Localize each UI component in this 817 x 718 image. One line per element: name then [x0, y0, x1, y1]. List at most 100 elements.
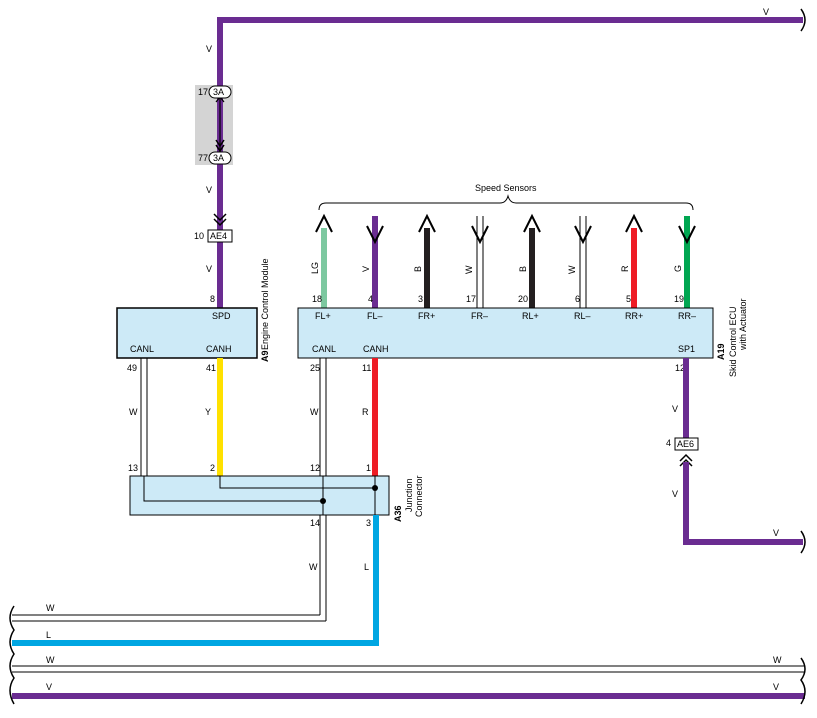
skid-control-ecu: FL+ FL– FR+ FR– RL+ RL– RR+ RR– CANL CAN… — [297, 298, 748, 377]
sensor-wire-rr-plus: R 5 — [620, 213, 643, 308]
ecm-box — [116, 307, 258, 359]
pin-number: 1 — [366, 463, 371, 473]
terminal-label: SP1 — [678, 344, 695, 354]
pin-number: 11 — [362, 363, 371, 373]
pin-number: 13 — [128, 463, 138, 473]
terminal-label: FL+ — [315, 311, 331, 321]
pin-number: 41 — [206, 363, 216, 373]
pin-number: 2 — [210, 463, 215, 473]
connector-arrow — [679, 453, 693, 467]
pin-number: 49 — [127, 363, 137, 373]
connector-3a-group: 3A 17 3A 77 — [195, 85, 233, 165]
wire-code: V — [206, 264, 212, 274]
wire-code: L — [364, 562, 369, 572]
wire-code: V — [672, 404, 678, 414]
component-code: A9 — [260, 350, 270, 362]
wire-code: V — [206, 44, 212, 54]
terminal-label: CANH — [363, 344, 389, 354]
sensor-wire-fl-minus: V 4 — [361, 216, 384, 308]
wire-code: W — [310, 407, 319, 417]
engine-control-module: 8 SPD CANL CANH 49 41 A9 Engine Control … — [116, 258, 270, 373]
right-wire-breaks — [800, 657, 806, 705]
wire-code: W — [46, 655, 55, 665]
pin-number: 5 — [626, 294, 631, 304]
terminal-label: FR+ — [418, 311, 435, 321]
wire-break-symbol — [800, 8, 806, 32]
top-violet-wire: V V — [206, 7, 806, 308]
connector-ae4: AE4 10 — [194, 213, 233, 243]
connector-3a-bottom — [208, 151, 232, 165]
wire-code: G — [673, 265, 683, 272]
wire-code: V — [763, 7, 769, 17]
pin-number: 19 — [674, 294, 684, 304]
wire-break-symbol — [800, 530, 806, 554]
wire-code: V — [361, 266, 371, 272]
terminal-label: RR+ — [625, 311, 643, 321]
pin-number: 8 — [210, 294, 215, 304]
pin-number: 3 — [366, 518, 371, 528]
component-name: Skid Control ECU — [728, 306, 738, 377]
sensor-wire-fl-plus: LG 18 — [310, 213, 333, 308]
pin-number: 20 — [518, 294, 528, 304]
wire-code: V — [773, 528, 779, 538]
speed-sensors-brace — [318, 194, 694, 211]
component-name: Engine Control Module — [260, 258, 270, 350]
junction-box — [129, 475, 390, 516]
pin-number: 12 — [310, 463, 320, 473]
pin-number: 3 — [418, 294, 423, 304]
component-name: Connector — [414, 475, 424, 517]
pin-number: 4 — [368, 294, 373, 304]
connector-label: 3A — [213, 153, 224, 163]
terminal-label: SPD — [212, 311, 231, 321]
ecm-canh-wire: Y 2 — [205, 358, 223, 476]
component-name: with Actuator — [738, 298, 748, 351]
junction-connector: 14 3 A36 Junction Connector — [129, 475, 424, 528]
pin-number: 25 — [310, 363, 320, 373]
connector-label: 3A — [213, 87, 224, 97]
pin-number: 14 — [310, 518, 320, 528]
connector-label: AE6 — [677, 439, 694, 449]
splice-node — [320, 498, 326, 504]
bottom-violet-bus: V V — [12, 682, 805, 699]
wire-code: W — [464, 265, 474, 274]
pin-number: 6 — [575, 294, 580, 304]
pin-number: 18 — [312, 294, 322, 304]
pin-number: 17 — [466, 294, 476, 304]
speed-sensors-group: Speed Sensors — [318, 183, 694, 211]
speed-sensors-label: Speed Sensors — [475, 183, 537, 193]
bottom-white-bus: W W — [12, 655, 805, 673]
sensor-wire-rr-minus: G 19 — [673, 216, 696, 308]
wire-code: W — [773, 655, 782, 665]
sp1-wire: V AE6 4 V V — [666, 358, 806, 554]
wire-code: L — [46, 630, 51, 640]
wire-code: B — [413, 266, 423, 272]
connector-label: AE4 — [210, 231, 227, 241]
pin-number: 17 — [198, 87, 208, 97]
wire-code: R — [362, 407, 369, 417]
terminal-label: CANH — [206, 344, 232, 354]
terminal-label: RL+ — [522, 311, 539, 321]
terminal-label: CANL — [130, 344, 154, 354]
sensor-wire-fr-plus: B 3 — [413, 213, 436, 308]
pin-number: 10 — [194, 231, 204, 241]
wire-code: V — [206, 185, 212, 195]
wire-code: W — [309, 562, 318, 572]
wire-code: V — [773, 682, 779, 692]
wire-code: Y — [205, 407, 211, 417]
wire-code: W — [46, 603, 55, 613]
terminal-label: RL– — [574, 311, 591, 321]
component-name: Junction — [404, 478, 414, 512]
skid-canl-wire: W 12 — [310, 358, 327, 476]
connector-arrow — [215, 139, 225, 153]
sensor-wire-rl-plus: B 20 — [518, 213, 541, 308]
sensor-wire-rl-minus: W 6 — [567, 216, 592, 308]
splice-node — [372, 485, 378, 491]
jc-14-wire: W W — [12, 515, 327, 622]
left-wire-breaks — [9, 605, 15, 705]
pin-number: 12 — [675, 363, 685, 373]
component-code: A19 — [716, 343, 726, 360]
terminal-label: CANL — [312, 344, 336, 354]
terminal-label: FR– — [471, 311, 488, 321]
wire-code: W — [567, 265, 577, 274]
